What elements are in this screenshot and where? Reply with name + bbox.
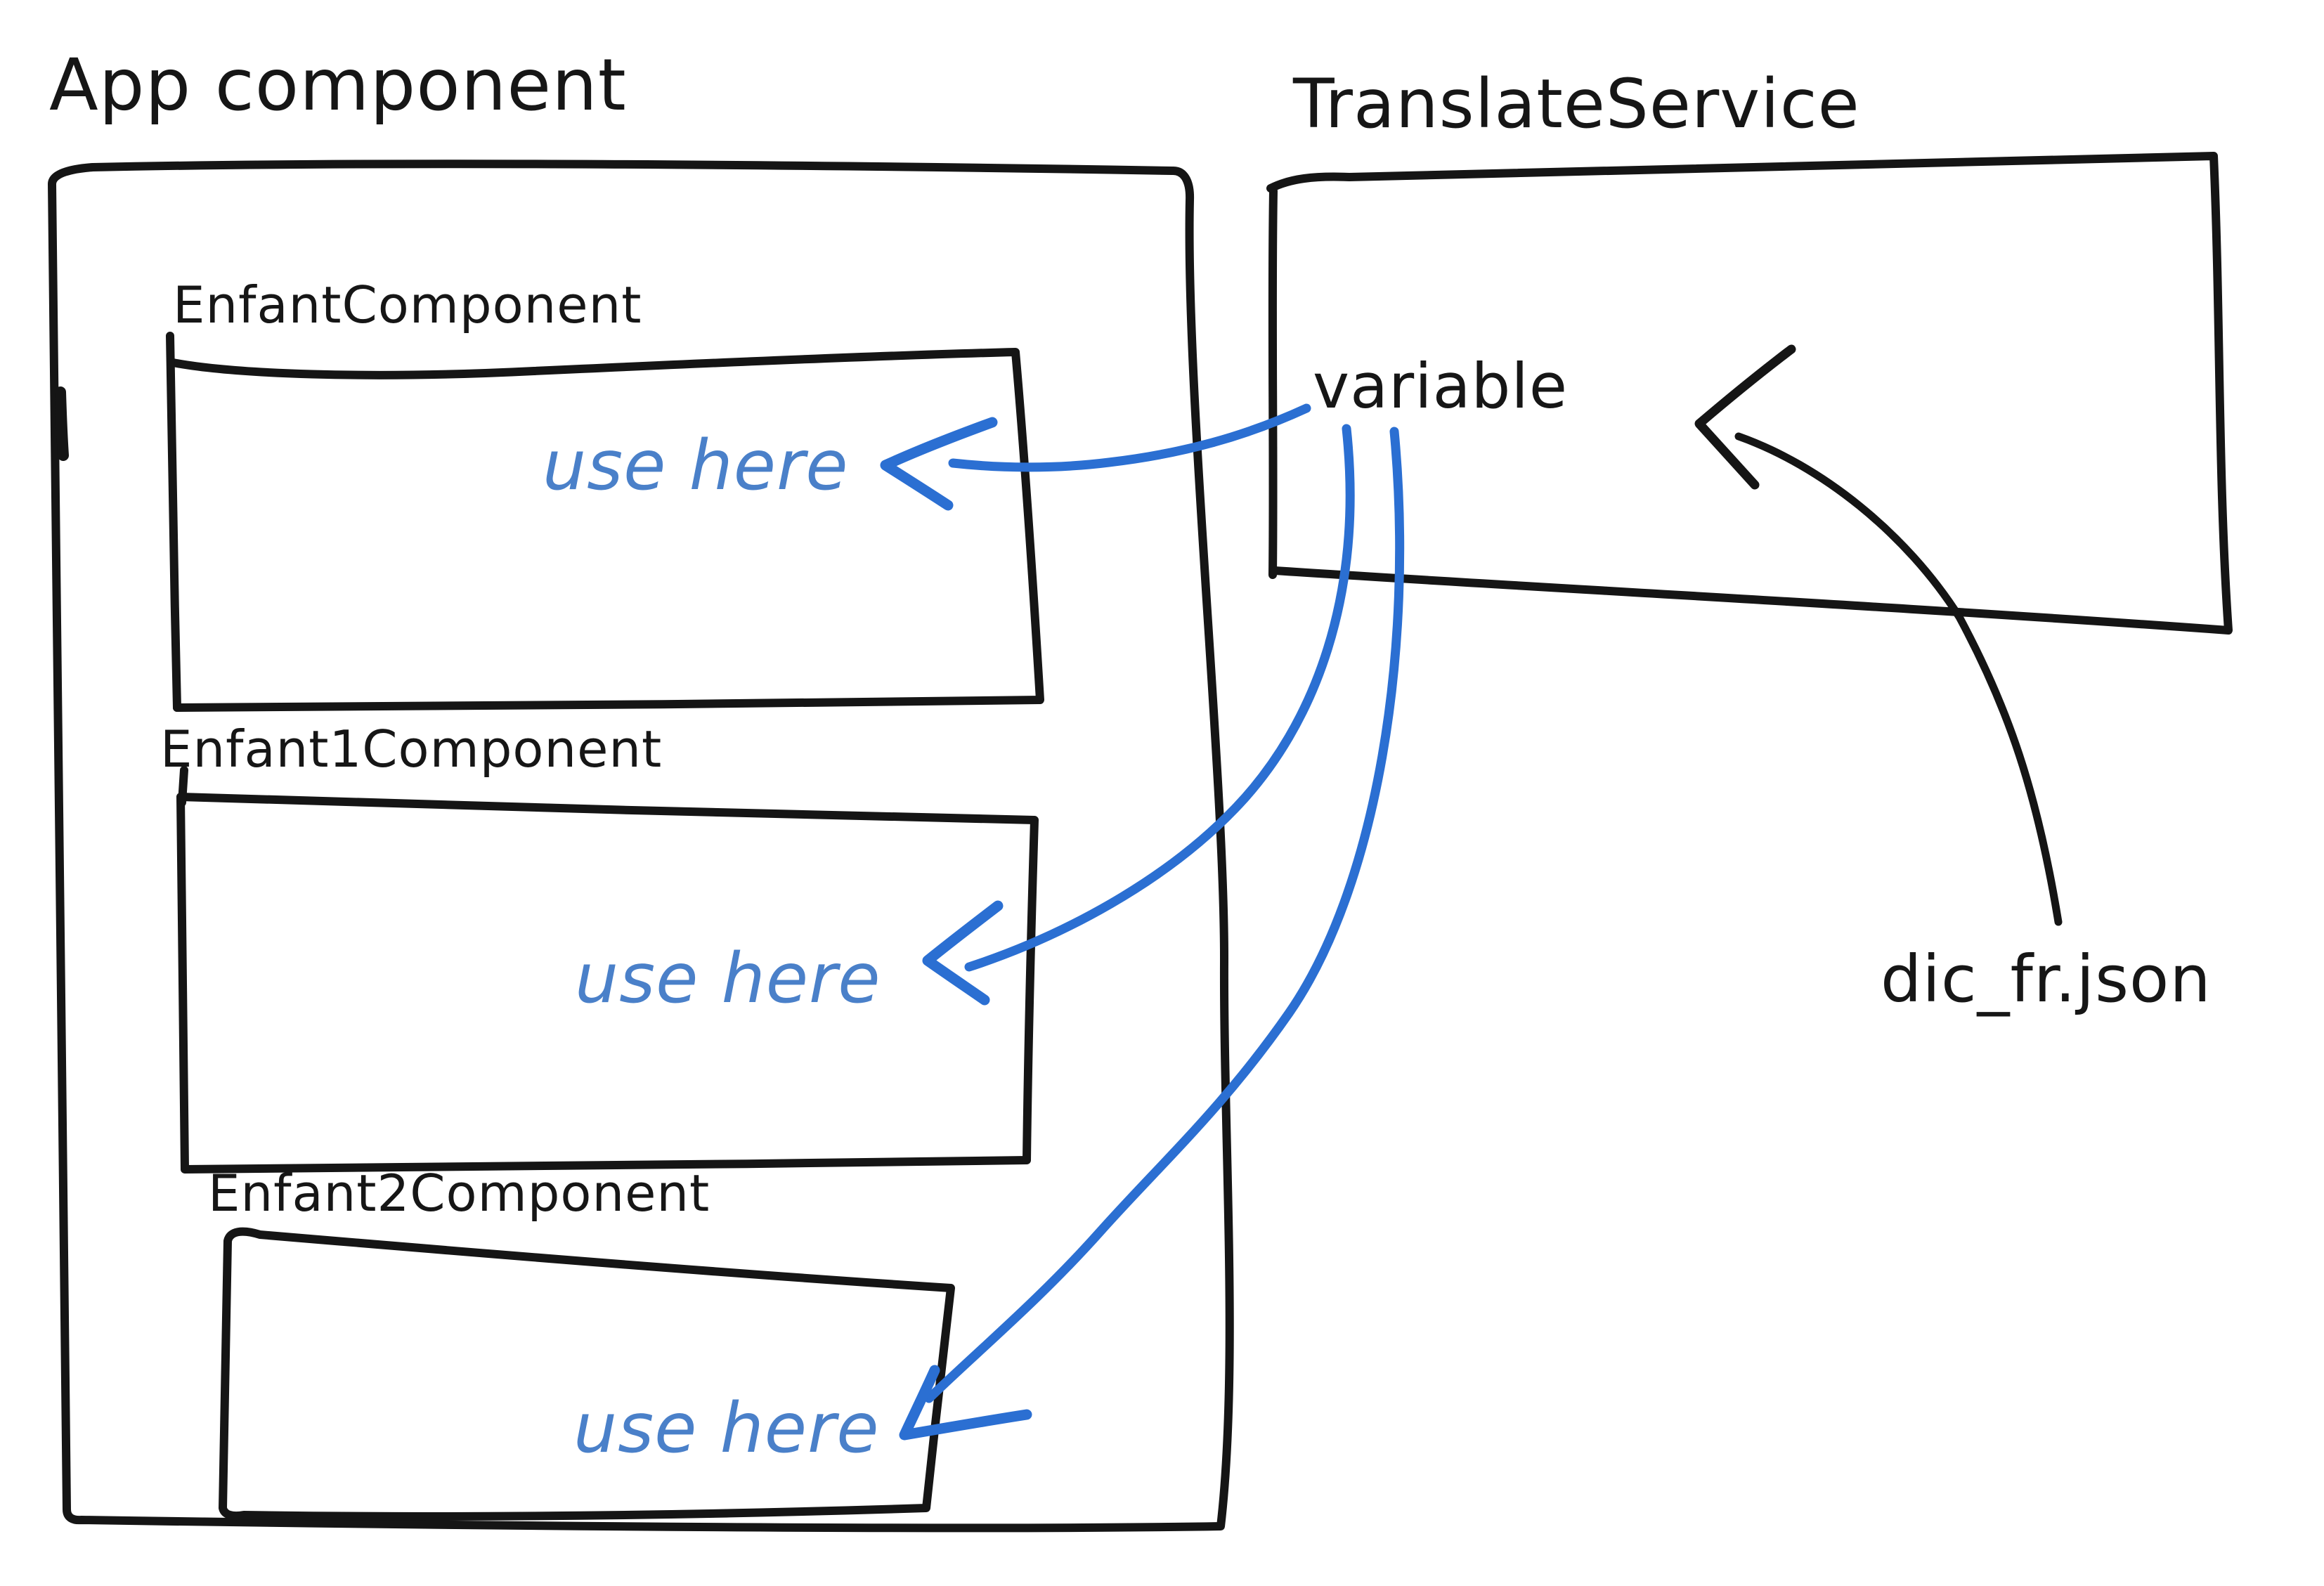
app-box-left-edge-retrace [55, 386, 69, 461]
arrow-variable-to-enfant2 [899, 427, 1405, 1441]
enfant1-box-outline [176, 793, 1039, 1174]
app-box-outline [48, 160, 1234, 1533]
use-here-note-enfant1: use here [575, 939, 881, 1019]
arrow-variable-to-enfant2-line [924, 427, 1405, 1403]
enfant-box-outline [169, 348, 1044, 712]
enfant1-component-box [176, 766, 1039, 1174]
enfant2-box-outline [219, 1227, 955, 1521]
enfant-component-label: EnfantComponent [173, 275, 642, 334]
arrow-variable-to-enfant-line [948, 403, 1311, 472]
app-component-box [48, 160, 1234, 1533]
arrow-variable-to-enfant1-line [964, 424, 1355, 972]
enfant2-component-label: Enfant2Component [208, 1164, 710, 1223]
enfant-component-box [166, 332, 1044, 712]
translate-service-box [1266, 152, 2233, 635]
arrow-dicfr-to-variable-line [1734, 432, 2063, 926]
arrow-variable-to-enfant1-head [922, 900, 1004, 1006]
arrow-variable-to-enfant [880, 403, 1311, 511]
translate-box-outline [1266, 152, 2233, 635]
arrow-dicfr-to-variable [1694, 344, 2063, 926]
app-component-title: App component [49, 44, 627, 127]
enfant1-component-label: Enfant1Component [160, 720, 663, 779]
arrow-variable-to-enfant1 [922, 424, 1355, 1006]
enfant1-box-left-overshoot [178, 766, 188, 807]
use-here-note-enfant2: use here [573, 1389, 880, 1469]
enfant-box-left-edge [166, 332, 181, 712]
dic-fr-json-label: dic_fr.json [1881, 942, 2212, 1017]
enfant2-component-box [219, 1227, 955, 1521]
arrow-variable-to-enfant2-head [899, 1365, 1032, 1441]
arrow-dicfr-to-variable-head [1694, 344, 1796, 490]
use-here-note-enfant: use here [543, 426, 849, 506]
translate-service-title: TranslateService [1293, 65, 1860, 143]
variable-label: variable [1313, 350, 1569, 422]
arrow-variable-to-enfant-head [880, 417, 998, 511]
